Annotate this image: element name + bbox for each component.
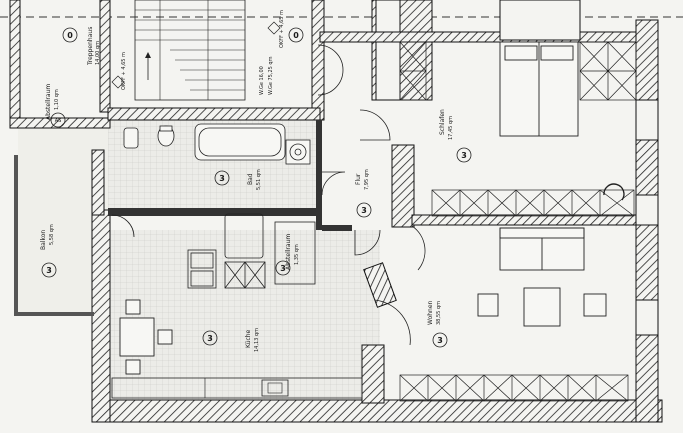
level-mark-icon <box>267 21 281 35</box>
room-wohnen: 3 Wohnen 38,55 qm <box>427 300 448 348</box>
okff-mark-upper: OKFF + 4,65 m <box>279 10 285 48</box>
room-abstellraum-a: Abstellraum 1,10 qm AS <box>45 84 66 128</box>
room-name: Balkon <box>40 230 47 250</box>
chair-symbol <box>603 183 625 201</box>
room-name: Flur <box>355 173 362 185</box>
room-number: 3 <box>437 336 443 345</box>
bathroom-fixtures <box>123 123 311 165</box>
room-schlafen: Schlafen 17,45 qm 3 <box>439 109 472 163</box>
room-name: Wohnen <box>427 300 434 325</box>
dining-table <box>119 299 173 375</box>
room-bad: 3 Bad 5,51 qm <box>214 169 262 190</box>
room-name: Abstellraum <box>45 84 52 120</box>
room-area: 14,13 qm <box>254 328 260 352</box>
kitchen-counter <box>111 377 363 399</box>
room-number: 3 <box>280 264 286 273</box>
room-area: 14,00 qm <box>95 41 101 65</box>
living-sideboard <box>399 374 629 402</box>
kitchen-sink <box>187 213 266 289</box>
room-number: 3 <box>219 174 225 183</box>
room-number: 3 <box>461 151 467 160</box>
neighbor-area-1: W.Ge 75,25 qm <box>268 56 274 95</box>
room-number: 3 <box>207 334 213 343</box>
okff-mark-lower: OKFF + 4,65 m <box>121 52 127 90</box>
neighbor-labels: 0 W.Ge 75,25 qm W.Ge 16,00 OKFF + 4,65 m… <box>111 10 304 95</box>
room-area: 38,55 qm <box>436 301 442 325</box>
kitchen-tile-floor <box>110 230 380 400</box>
room-name: Schlafen <box>439 109 446 135</box>
room-number: 3 <box>46 266 52 275</box>
double-bed <box>499 41 579 137</box>
neighbor-area-2: W.Ge 16,00 <box>259 66 265 95</box>
room-balkon: Balkon 5,58 qm 3 <box>40 224 57 278</box>
staircase <box>134 0 246 101</box>
room-kueche: 3 Küche 14,13 qm <box>202 328 260 352</box>
room-tag: AS <box>55 118 62 124</box>
neighbor-number: 0 <box>293 31 299 40</box>
room-area: 7,95 qm <box>364 169 370 190</box>
room-area: 5,58 qm <box>49 224 55 245</box>
room-name: Bad <box>247 173 254 185</box>
room-number: 3 <box>361 206 367 215</box>
room-flur: Flur 7,95 qm 3 <box>355 169 372 218</box>
level-mark-icon <box>111 75 125 89</box>
doors <box>111 44 426 346</box>
room-name: Abstellraum <box>285 234 292 270</box>
room-area: 17,45 qm <box>448 116 454 140</box>
room-area: 1,35 qm <box>294 244 300 265</box>
upper-storage <box>399 41 637 101</box>
walls <box>9 0 663 423</box>
room-abstellraum-b: Abstellraum 1,35 qm 3 <box>274 221 316 285</box>
room-name: Treppenhaus <box>87 27 94 66</box>
room-name: Küche <box>245 329 252 348</box>
room-number: 0 <box>67 31 73 40</box>
room-area: 1,10 qm <box>54 89 60 110</box>
living-furniture <box>477 227 607 327</box>
room-treppenhaus: 0 Treppenhaus 14,00 qm <box>62 27 101 66</box>
room-area: 5,51 qm <box>256 169 262 190</box>
wardrobe <box>431 189 635 217</box>
